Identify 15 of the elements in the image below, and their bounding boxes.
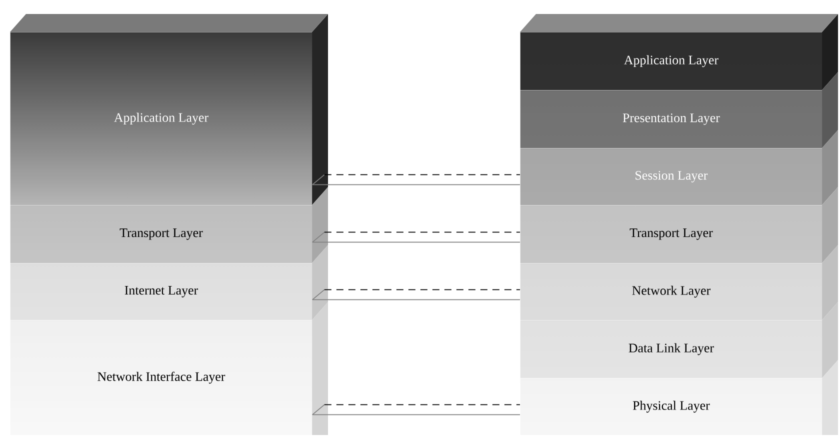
layer-block: Data Link Layer (520, 302, 838, 378)
connector-line (324, 289, 520, 290)
layer-block: Network Layer (520, 244, 838, 320)
layer-block: Transport Layer (10, 186, 328, 263)
connector-line (324, 174, 520, 176)
connector-line (324, 232, 520, 233)
layer-block: Network Interface Layer (10, 302, 328, 435)
connector-line (324, 404, 520, 406)
layer-block: Application Layer (10, 14, 328, 205)
layer-block: Transport Layer (520, 186, 838, 263)
layer-block: Presentation Layer (520, 72, 838, 148)
layer-block: Physical Layer (520, 360, 838, 435)
layer-block: Application Layer (520, 14, 838, 90)
layer-block: Internet Layer (10, 244, 328, 320)
layer-block: Session Layer (520, 130, 838, 205)
